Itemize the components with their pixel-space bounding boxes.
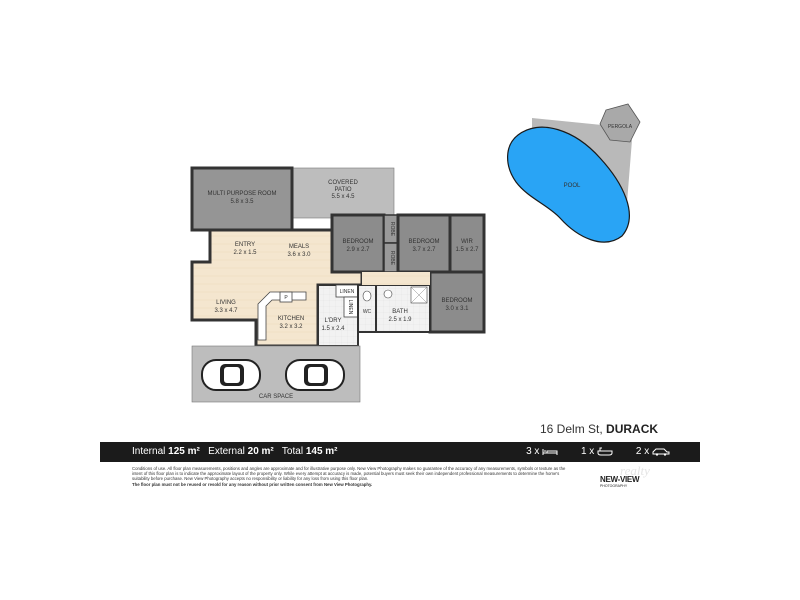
internal-value: 125 m²	[168, 446, 200, 457]
robe-2-label: ROBE	[389, 251, 395, 266]
pool	[507, 126, 630, 243]
wir-size: 1.5 x 2.7	[455, 247, 479, 253]
disclaimer-strong: The floor plan must not be reused or res…	[132, 481, 373, 487]
laundry-size: 1.5 x 2.4	[321, 326, 345, 332]
car-icon	[652, 448, 670, 456]
pantry-label: P	[284, 295, 288, 301]
hallway	[362, 272, 430, 285]
linen-2-label: LINEN	[347, 300, 353, 315]
toilet	[362, 290, 372, 302]
property-address: 16 Delm St, DURACK	[540, 422, 658, 436]
bedroom-count-text: 3 x	[526, 446, 540, 457]
living-size: 3.3 x 4.7	[214, 308, 238, 314]
wir-name: WIR	[461, 239, 473, 245]
wir-room	[448, 213, 486, 274]
car-space-label: CAR SPACE	[259, 394, 293, 400]
bedroom-count: 3 x	[526, 446, 558, 457]
entry-name: ENTRY	[235, 242, 255, 248]
meals-name: MEALS	[289, 244, 309, 250]
covered-patio-room	[291, 167, 395, 219]
multi-purpose-size: 5.8 x 3.5	[230, 199, 254, 205]
car-2-icon	[285, 359, 345, 391]
kitchen-name: KITCHEN	[278, 316, 304, 322]
living-name: LIVING	[216, 300, 236, 306]
total-value: 145 m²	[305, 446, 338, 457]
area-summary: Internal 125 m² External 20 m² Total 145…	[132, 446, 338, 457]
bedroom-3-name: BEDROOM	[441, 298, 472, 304]
pergola-label: PERGOLA	[608, 124, 633, 130]
entry-size: 2.2 x 1.5	[233, 250, 257, 256]
bedroom-2-size: 3.7 x 2.7	[412, 247, 436, 253]
robe-1-label: ROBE	[389, 222, 395, 237]
laundry-name: L'DRY	[324, 318, 341, 324]
internal-label: Internal	[132, 446, 166, 457]
covered-patio-name: COVERED	[328, 180, 358, 186]
wc-label: WC	[363, 309, 372, 315]
bathroom-count: 1 x	[581, 446, 613, 457]
pergola-shape	[599, 103, 641, 143]
disclaimer: Conditions of use. All floor plan measur…	[132, 466, 572, 487]
bathroom-count-text: 1 x	[580, 446, 595, 457]
meals-size: 3.6 x 3.0	[287, 252, 311, 258]
bedroom-1-name: BEDROOM	[342, 239, 373, 245]
address-suburb: DURACK	[606, 422, 659, 436]
pool-label: POOL	[564, 183, 581, 189]
brand-name: NEW-VIEW	[600, 475, 640, 484]
covered-patio-name2: PATIO	[334, 187, 351, 193]
bedroom-2-name: BEDROOM	[408, 239, 439, 245]
basin	[383, 289, 393, 299]
car-count-text: 2 x	[635, 446, 650, 457]
multi-purpose-name: MULTI PURPOSE ROOM	[208, 191, 277, 197]
car-1-icon	[201, 359, 261, 391]
pantry	[279, 291, 293, 303]
linen-1-label: LINEN	[340, 289, 355, 295]
address-street: 16 Delm St,	[540, 422, 603, 436]
external-label: External	[208, 446, 245, 457]
room-counts: 3 x 1 x 2 x	[506, 446, 670, 457]
total-label: Total	[281, 446, 304, 457]
bath-name: BATH	[392, 309, 408, 315]
bedroom-1-size: 2.9 x 2.7	[346, 247, 370, 253]
bed-icon	[542, 448, 558, 455]
bathtub-icon	[597, 447, 613, 456]
bath-size: 2.5 x 1.9	[388, 317, 412, 323]
disclaimer-text: Conditions of use. All floor plan measur…	[132, 466, 566, 482]
shower-cross	[410, 286, 428, 304]
brand-sub: PHOTOGRAPHY	[600, 484, 628, 488]
external-value: 20 m²	[247, 446, 274, 457]
bedroom-3-room	[428, 270, 486, 334]
car-count: 2 x	[636, 446, 670, 457]
covered-patio-size: 5.5 x 4.5	[331, 194, 355, 200]
brand-logo: NEW-VIEW PHOTOGRAPHY	[600, 475, 640, 488]
area-summary-bar: Internal 125 m² External 20 m² Total 145…	[100, 442, 700, 462]
bedroom-3-size: 3.0 x 3.1	[445, 306, 469, 312]
realty-watermark: realty	[620, 463, 650, 478]
kitchen-size: 3.2 x 3.2	[279, 324, 303, 330]
